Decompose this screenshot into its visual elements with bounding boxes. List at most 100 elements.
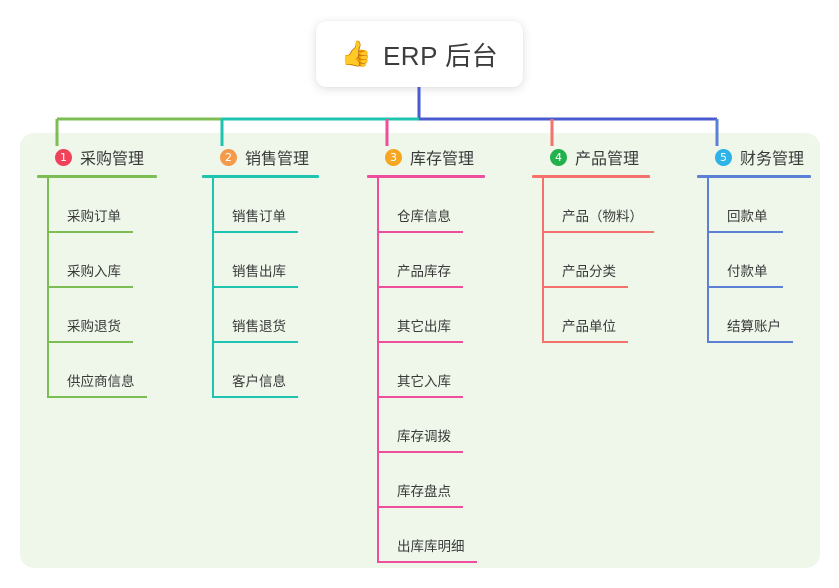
leaf-rule: [47, 286, 133, 288]
leaf-item[interactable]: 客户信息: [202, 343, 319, 398]
column-badge-2: 2: [220, 148, 237, 166]
column-header-5[interactable]: 5 财务管理: [697, 146, 811, 168]
leaf-connector: [47, 343, 49, 398]
leaf-item[interactable]: 采购订单: [37, 178, 157, 233]
leaf-label: 产品（物料）: [562, 209, 643, 224]
leaf-label: 客户信息: [232, 374, 286, 389]
column-title-5: 财务管理: [740, 151, 805, 168]
leaf-rule: [377, 451, 463, 453]
leaf-connector: [707, 233, 709, 288]
column-header-rule-4: [532, 175, 650, 178]
column-header-2[interactable]: 2 销售管理: [202, 146, 319, 168]
leaf-item[interactable]: 销售订单: [202, 178, 319, 233]
column-1: 1 采购管理采购订单采购入库采购退货供应商信息: [37, 146, 157, 398]
leaf-item[interactable]: 其它入库: [367, 343, 485, 398]
leaf-connector: [377, 178, 379, 233]
leaf-rule: [377, 341, 463, 343]
leaf-rule: [212, 286, 298, 288]
leaf-item[interactable]: 产品分类: [532, 233, 650, 288]
leaf-connector: [377, 453, 379, 508]
leaf-item[interactable]: 库存盘点: [367, 453, 485, 508]
column-title-3: 库存管理: [410, 151, 475, 168]
leaf-label: 采购退货: [67, 319, 121, 334]
leaf-item[interactable]: 采购入库: [37, 233, 157, 288]
leaf-rule: [707, 231, 783, 233]
leaf-connector: [542, 233, 544, 288]
leaf-connector: [377, 288, 379, 343]
leaf-label: 出库库明细: [397, 539, 465, 554]
leaf-rule: [542, 231, 654, 233]
leaf-label: 仓库信息: [397, 209, 451, 224]
leaf-connector: [542, 178, 544, 233]
leaf-label: 回款单: [727, 209, 768, 224]
leaf-rule: [377, 231, 463, 233]
leaf-item[interactable]: 采购退货: [37, 288, 157, 343]
leaf-item[interactable]: 销售出库: [202, 233, 319, 288]
column-5: 5 财务管理回款单付款单结算账户: [697, 146, 811, 343]
column-header-rule-3: [367, 175, 485, 178]
leaf-label: 库存盘点: [397, 484, 451, 499]
column-header-rule-5: [697, 175, 811, 178]
leaf-connector: [212, 288, 214, 343]
leaf-item[interactable]: 产品（物料）: [532, 178, 654, 233]
leaf-label: 产品单位: [562, 319, 616, 334]
leaf-item[interactable]: 付款单: [697, 233, 811, 288]
column-title-4: 产品管理: [575, 151, 640, 168]
leaf-item[interactable]: 销售退货: [202, 288, 319, 343]
diagram-panel: [20, 133, 820, 568]
leaf-rule: [47, 341, 133, 343]
leaf-connector: [47, 233, 49, 288]
root-node-content: 👍 ERP 后台: [341, 36, 498, 73]
leaf-label: 付款单: [727, 264, 768, 279]
leaf-rule: [377, 286, 463, 288]
leaf-item[interactable]: 出库库明细: [367, 508, 485, 563]
thumbs-up-icon: 👍: [340, 39, 372, 68]
leaf-rule: [212, 231, 298, 233]
leaf-rule: [707, 341, 793, 343]
leaf-connector: [212, 178, 214, 233]
leaf-label: 销售订单: [232, 209, 286, 224]
column-badge-5: 5: [715, 148, 732, 166]
column-header-1[interactable]: 1 采购管理: [37, 146, 157, 168]
column-3: 3 库存管理仓库信息产品库存其它出库其它入库库存调拨库存盘点出库库明细: [367, 146, 485, 563]
leaf-item[interactable]: 库存调拨: [367, 398, 485, 453]
leaf-connector: [47, 178, 49, 233]
leaf-label: 库存调拨: [397, 429, 451, 444]
leaf-rule: [212, 396, 298, 398]
leaf-label: 产品库存: [397, 264, 451, 279]
column-title-1: 采购管理: [80, 151, 145, 168]
leaf-rule: [377, 396, 463, 398]
column-badge-1: 1: [55, 148, 72, 166]
leaf-label: 采购入库: [67, 264, 121, 279]
column-header-3[interactable]: 3 库存管理: [367, 146, 485, 168]
leaf-connector: [377, 508, 379, 563]
leaf-rule: [542, 341, 628, 343]
leaf-label: 结算账户: [727, 319, 781, 334]
leaf-rule: [377, 561, 477, 563]
column-2: 2 销售管理销售订单销售出库销售退货客户信息: [202, 146, 319, 398]
leaf-connector: [377, 233, 379, 288]
leaf-rule: [212, 341, 298, 343]
leaf-connector: [212, 343, 214, 398]
leaf-label: 销售退货: [232, 319, 286, 334]
leaf-item[interactable]: 回款单: [697, 178, 811, 233]
leaf-item[interactable]: 供应商信息: [37, 343, 157, 398]
leaf-item[interactable]: 产品库存: [367, 233, 485, 288]
leaf-label: 采购订单: [67, 209, 121, 224]
column-header-rule-2: [202, 175, 319, 178]
leaf-item[interactable]: 结算账户: [697, 288, 811, 343]
leaf-rule: [377, 506, 463, 508]
leaf-item[interactable]: 产品单位: [532, 288, 650, 343]
leaf-rule: [542, 286, 628, 288]
leaf-rule: [47, 231, 133, 233]
leaf-item[interactable]: 其它出库: [367, 288, 485, 343]
leaf-item[interactable]: 仓库信息: [367, 178, 485, 233]
column-badge-3: 3: [385, 148, 402, 166]
root-node[interactable]: 👍 ERP 后台: [316, 21, 523, 87]
root-title: ERP 后台: [382, 40, 499, 71]
leaf-label: 销售出库: [232, 264, 286, 279]
leaf-connector: [542, 288, 544, 343]
column-title-2: 销售管理: [245, 151, 310, 168]
